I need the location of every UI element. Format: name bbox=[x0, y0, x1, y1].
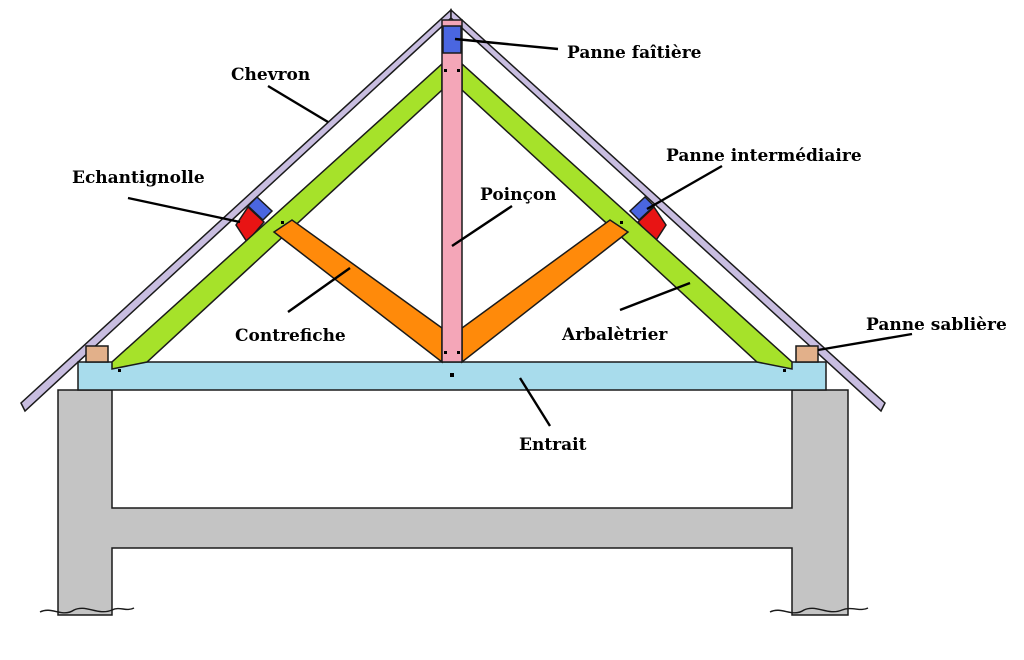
leader-entrait bbox=[518, 377, 552, 427]
labels: Panne faîtière Chevron Echantignolle Pan… bbox=[72, 43, 1007, 455]
panne-sabliere-right bbox=[795, 345, 819, 363]
peg-marker bbox=[444, 351, 447, 354]
leader-panne-faitiere bbox=[454, 37, 559, 51]
masonry-structure bbox=[39, 389, 869, 616]
leader-panne-intermediaire bbox=[646, 164, 723, 211]
panne-intermediaire-right bbox=[628, 195, 656, 222]
ground-break-line-left bbox=[39, 607, 135, 614]
peg-marker bbox=[118, 369, 121, 372]
label-panne-sabliere: Panne sablière bbox=[866, 315, 1007, 335]
peg-marker bbox=[457, 69, 460, 72]
panne-intermediaire-left bbox=[246, 195, 274, 222]
chevron-right bbox=[450, 8, 886, 413]
peg-markers bbox=[118, 69, 786, 377]
peg-marker bbox=[620, 221, 623, 224]
label-arbaletrier: Arbalètrier bbox=[561, 325, 668, 345]
leader-panne-sabliere bbox=[817, 332, 913, 352]
label-chevron: Chevron bbox=[231, 65, 310, 85]
peg-marker bbox=[281, 221, 284, 224]
leader-contrefiche bbox=[287, 267, 351, 313]
label-entrait: Entrait bbox=[519, 435, 587, 455]
label-panne-faitiere: Panne faîtière bbox=[567, 43, 702, 63]
label-poincon: Poinçon bbox=[480, 185, 557, 205]
panne-sabliere-left bbox=[85, 345, 109, 363]
leader-lines bbox=[127, 37, 913, 427]
peg-marker bbox=[457, 351, 460, 354]
leader-chevron bbox=[267, 84, 329, 124]
ground-break-line-right bbox=[769, 607, 869, 614]
label-panne-intermediaire: Panne intermédiaire bbox=[666, 146, 862, 166]
label-contrefiche: Contrefiche bbox=[235, 326, 346, 346]
leader-poincon bbox=[451, 205, 513, 247]
poincon-post bbox=[441, 19, 463, 363]
leader-arbaletrier bbox=[619, 281, 691, 312]
label-echantignolle: Echantignolle bbox=[72, 168, 205, 188]
peg-marker bbox=[444, 69, 447, 72]
leader-echantignolle bbox=[127, 196, 241, 224]
peg-marker bbox=[783, 369, 786, 372]
wall-structure bbox=[57, 389, 849, 616]
peg-marker bbox=[450, 373, 454, 377]
